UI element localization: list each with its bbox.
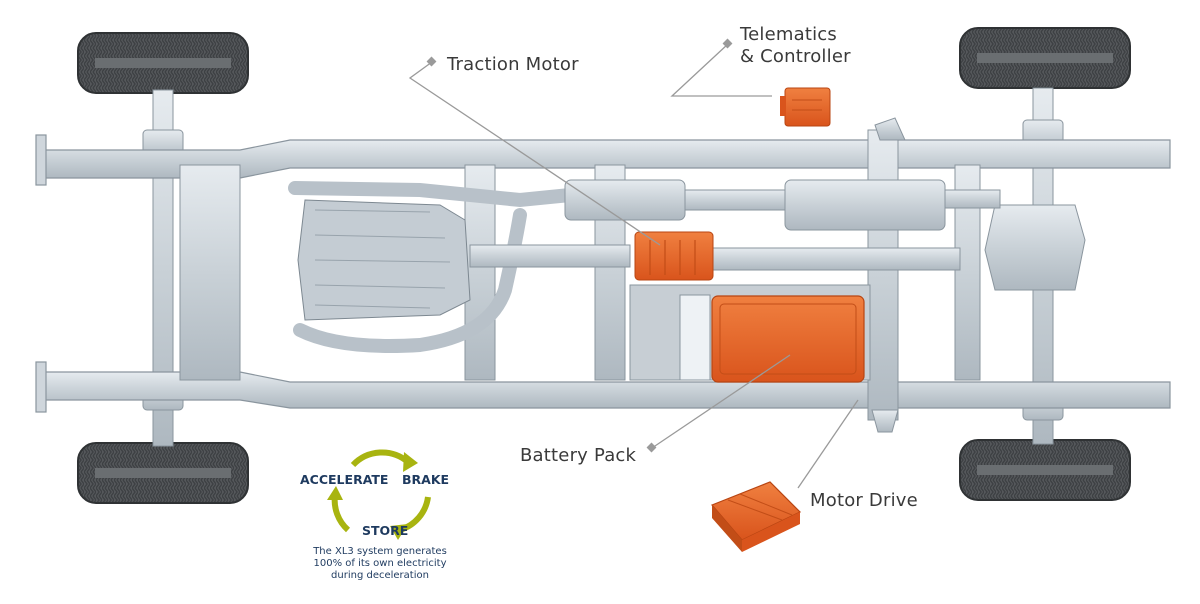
arrow-top [350, 449, 410, 468]
caption-line-2: 100% of its own electricity [313, 558, 447, 569]
regen-caption: The XL3 system generates 100% of its own… [305, 546, 455, 582]
transmission [297, 199, 471, 321]
tire-front-left [77, 32, 249, 94]
regen-cycle-arrowheads [327, 452, 418, 540]
arrow-left [331, 494, 351, 533]
telematics-controller [780, 87, 831, 127]
cycle-accelerate-label: ACCELERATE [300, 472, 389, 487]
tire-rear-left [77, 442, 249, 504]
battery-pack [711, 295, 865, 383]
drive-shaft [469, 244, 961, 271]
motor-drive-label: Motor Drive [810, 490, 918, 511]
telematics-controller-label: Telematics & Controller [740, 24, 851, 68]
battery-pack-label: Battery Pack [520, 445, 637, 466]
rear-axle [984, 87, 1086, 445]
caption-line-1: The XL3 system generates [313, 546, 447, 557]
caption-line-3: during deceleration [331, 570, 429, 581]
motor-drive [710, 481, 802, 552]
cross-members [179, 117, 981, 433]
telematics-label-line2: & Controller [740, 46, 851, 67]
traction-motor-label: Traction Motor [447, 54, 579, 75]
tire-front-right [959, 27, 1131, 89]
telematics-label-line1: Telematics [740, 24, 837, 45]
cycle-store-label: STORE [362, 523, 409, 538]
leader-lines [408, 43, 859, 489]
tire-rear-right [959, 439, 1131, 501]
catalytic-converter [564, 179, 1001, 231]
cycle-brake-label: BRAKE [402, 472, 450, 487]
traction-motor [634, 231, 714, 281]
